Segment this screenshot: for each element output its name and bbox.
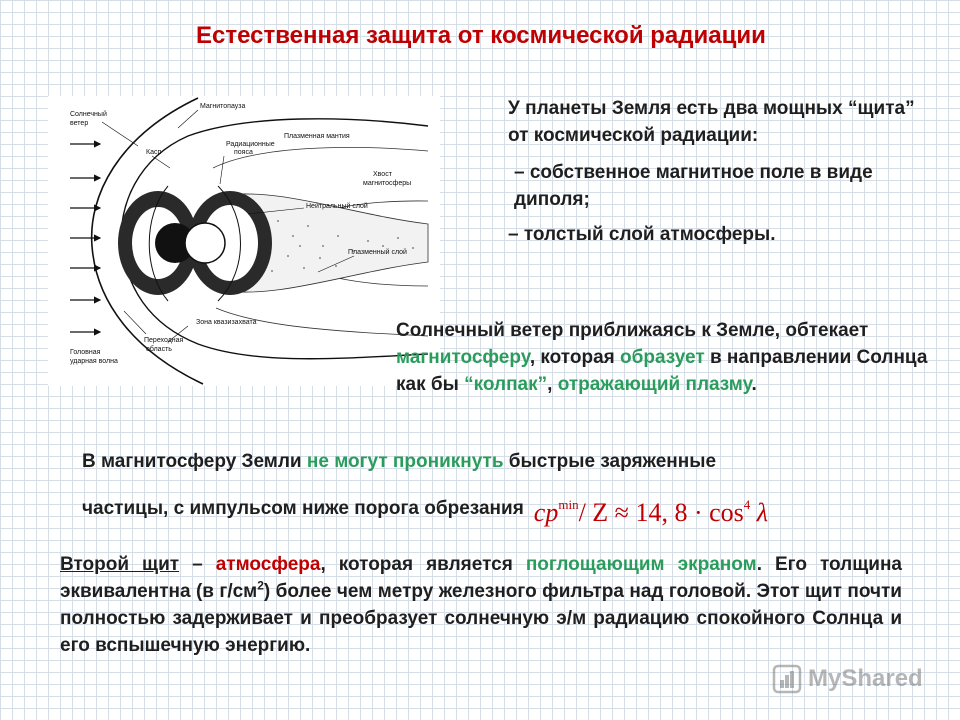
second-text-6: . Его толщина эквивалентна (в г/см — [60, 554, 903, 602]
label-bow-shock-2: ударная волна — [70, 358, 118, 365]
second-atmosphere: атмосфера — [215, 554, 321, 575]
watermark-logo-icon — [772, 664, 802, 694]
second-dash: – — [179, 554, 216, 575]
earth-nightside — [184, 222, 226, 264]
solar-text-9: . — [751, 374, 757, 395]
label-quasi-trap: Зона квазизахвата — [196, 319, 257, 326]
solar-forms: образует — [620, 347, 705, 368]
label-rad-belts-2: пояса — [234, 149, 253, 156]
formula-cp: cp — [533, 498, 559, 527]
solar-reflecting: отражающий плазму — [557, 374, 752, 395]
label-transition-1: Переходная — [144, 337, 184, 344]
solar-cap: “колпак” — [464, 374, 548, 395]
second-text-4: , которая является — [320, 554, 526, 575]
label-solar-wind-1: Солнечный — [70, 110, 107, 118]
label-rad-belts-1: Радиационные — [226, 141, 275, 148]
magnetosphere-svg: Солнечный ветер Магнитопауза Касп Плазме… — [70, 97, 429, 385]
particles-line-1: В магнитосферу Земли не могут проникнуть… — [82, 448, 942, 475]
second-superscript: 2 — [257, 578, 264, 593]
solar-magnetosphere: магнитосферу — [396, 347, 530, 368]
label-plasma-layer: Плазменный слой — [348, 248, 407, 256]
second-shield-heading: Второй щит — [60, 554, 180, 575]
particles-text-line2: частицы, с импульсом ниже порога обрезан… — [82, 498, 524, 519]
formula-min: min — [558, 497, 579, 512]
label-bow-shock-1: Головная — [70, 349, 101, 356]
particles-paragraph: В магнитосферу Земли не могут проникнуть… — [82, 448, 942, 526]
formula-power: 4 — [743, 497, 751, 512]
shield-bullet-atmosphere: – толстый слой атмосферы. — [508, 224, 776, 245]
solar-text-3: , которая — [529, 347, 621, 368]
solar-wind-arrows — [70, 140, 102, 336]
solar-text-5: в направлении Солнца как бы — [396, 347, 928, 395]
second-text-8: ) более чем метру железного фильтра над … — [60, 581, 902, 656]
formula-lambda: λ — [750, 498, 769, 527]
solar-text-1: Солнечный ветер приближаясь к Земле, обт… — [396, 320, 869, 341]
particles-cannot-penetrate: не могут проникнуть — [306, 451, 504, 472]
formula-rest: / Z ≈ 14, 8 · cos — [578, 498, 744, 527]
label-solar-wind-2: ветер — [70, 120, 88, 127]
shields-text: У планеты Земля есть два мощных “щита” о… — [508, 95, 928, 248]
earth-dayside — [155, 223, 195, 263]
particles-line-2: частицы, с импульсом ниже порога обрезан… — [82, 491, 942, 526]
plasma-sheet — [217, 193, 429, 293]
label-neutral-layer: Нейтральный слой — [306, 202, 368, 210]
label-tail-1: Хвост — [373, 171, 393, 178]
watermark-text: MyShared — [808, 665, 923, 692]
page-title: Естественная защита от космической радиа… — [196, 22, 766, 49]
solar-wind-paragraph: Солнечный ветер приближаясь к Земле, обт… — [396, 317, 936, 398]
label-tail-2: магнитосферы — [363, 180, 411, 187]
label-plasma-mantle: Плазменная мантия — [284, 133, 350, 140]
magnetosphere-diagram: Солнечный ветер Магнитопауза Касп Плазме… — [48, 96, 440, 386]
second-shield-paragraph: Второй щит – атмосфера, которая является… — [60, 551, 902, 659]
bow-shock-line — [90, 97, 204, 385]
solar-text-7: , — [547, 374, 558, 395]
particles-text-3: быстрые заряженные — [503, 451, 717, 472]
second-absorbing-screen: поглощающим экраном — [525, 554, 757, 575]
shield-bullet-magnetic: – собственное магнитное поле в виде дипо… — [514, 162, 873, 210]
label-magnetopause: Магнитопауза — [200, 103, 245, 110]
cutoff-formula: cpmin/ Z ≈ 14, 8 · cos4 λ — [534, 491, 768, 526]
particles-text-1: В магнитосферу Земли — [82, 451, 307, 472]
label-cusp: Касп — [146, 149, 161, 156]
shields-intro: У планеты Земля есть два мощных “щита” о… — [508, 98, 915, 146]
watermark: MyShared — [772, 664, 923, 694]
label-transition-2: область — [146, 345, 172, 353]
